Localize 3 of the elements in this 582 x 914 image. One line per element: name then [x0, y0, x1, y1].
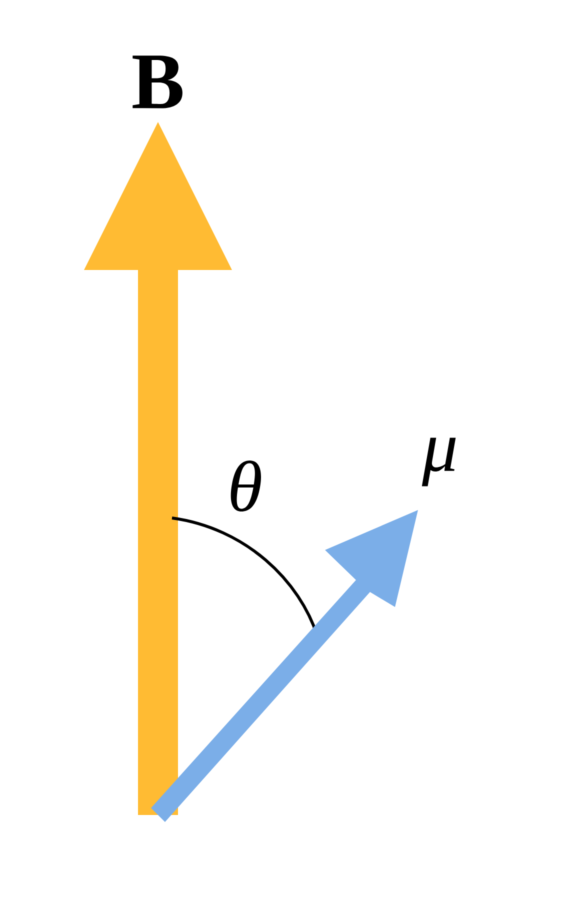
- vector-label: μ: [422, 438, 456, 486]
- angle-label: θ: [230, 460, 261, 512]
- vector-label: B: [132, 56, 182, 108]
